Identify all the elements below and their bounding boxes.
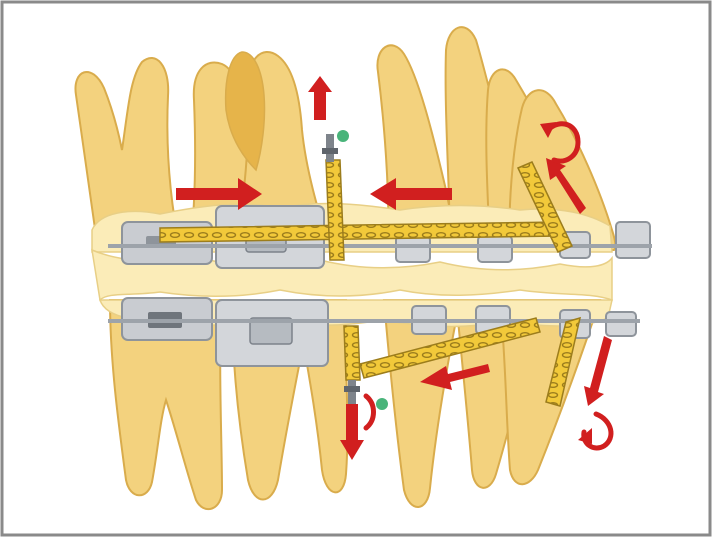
upper-premolar1-bracket [396, 236, 430, 262]
lower-incisor-bracket-2 [606, 312, 636, 336]
upper-green-anchor-dot-icon [337, 130, 349, 142]
lower-green-anchor-dot-icon [376, 398, 388, 410]
lower-vertical-chain [344, 326, 360, 380]
upper-incisor-bracket-2 [616, 222, 650, 258]
upper-vertical-chain [326, 160, 344, 260]
upper-canine-bracket [478, 236, 512, 262]
